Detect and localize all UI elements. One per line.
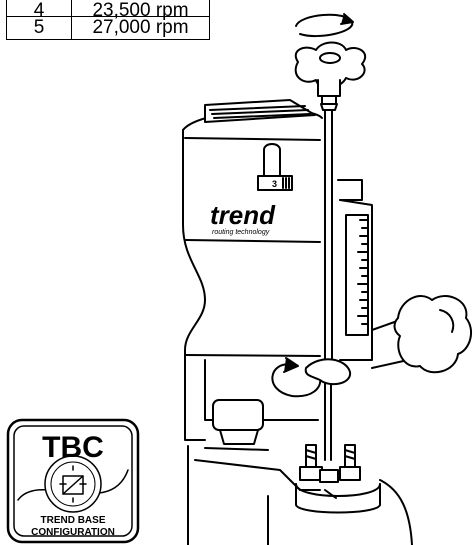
- depth-rod: [324, 109, 333, 361]
- brand-logo: trend: [210, 200, 276, 230]
- router-base: [187, 399, 413, 545]
- tbc-title: TBC: [42, 431, 104, 464]
- tbc-badge: TBC TREND BASE CONFIGURATION: [6, 418, 140, 544]
- speed-rpm-cell: 27,000 rpm: [71, 16, 210, 40]
- router-body: [182, 99, 323, 441]
- table-row: 4 23,500 rpm: [6, 0, 210, 20]
- table-row: 5 27,000 rpm: [6, 16, 210, 40]
- speed-rpm-cell: 23,500 rpm: [71, 0, 210, 20]
- rotation-arrow-icon: [295, 13, 354, 38]
- brand-tagline: routing technology: [212, 229, 270, 236]
- depth-indicator-number: 3: [272, 179, 277, 189]
- speed-setting-cell: 5: [6, 16, 72, 40]
- tbc-line1: TREND BASE: [40, 515, 105, 526]
- plunge-lock-knob: [371, 295, 473, 374]
- lock-thumbwheel: [304, 358, 352, 461]
- depth-scale-column: [337, 179, 373, 361]
- speed-table: 4 23,500 rpm 5 27,000 rpm: [6, 0, 210, 40]
- tbc-line2: CONFIGURATION: [31, 527, 115, 538]
- fine-adjuster-knob: [294, 41, 367, 111]
- rotation-arrow-icon: [271, 357, 322, 398]
